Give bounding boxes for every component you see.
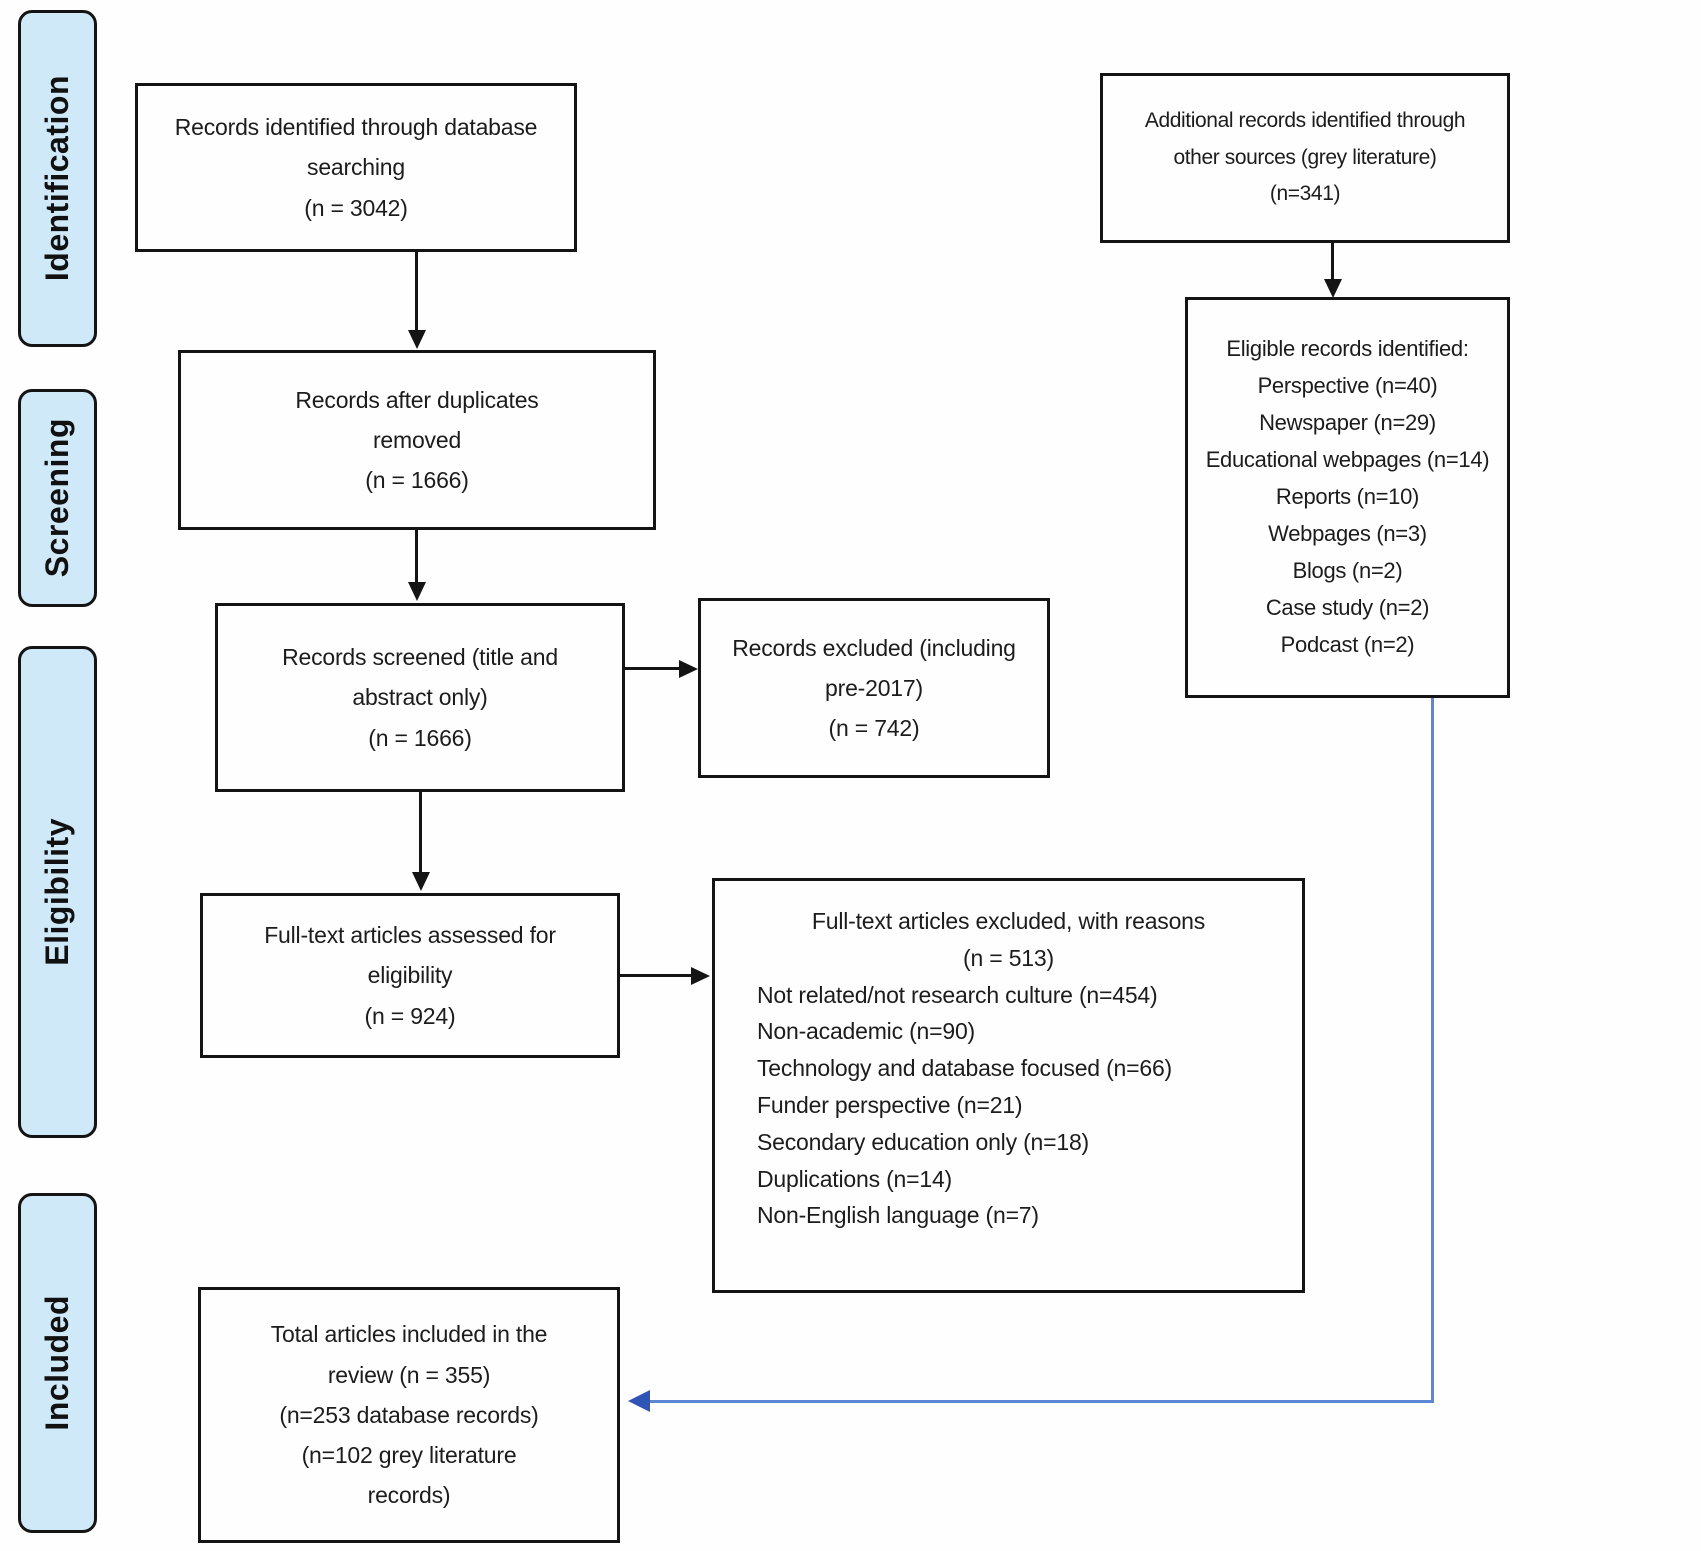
arrow-assessed-to-fulltext-excluded-head-icon — [691, 967, 710, 985]
arrow-identified-to-duplicates-line — [415, 252, 418, 332]
stage-label-included: Included — [18, 1193, 97, 1533]
box-additional-records-text: Additional records identified through ot… — [1144, 108, 1466, 206]
eligible-records-item: Reports (n=10) — [1275, 484, 1420, 510]
eligible-records-item: Case study (n=2) — [1265, 594, 1430, 620]
box-records-after-duplicates: Records after duplicates removed (n = 16… — [178, 350, 656, 530]
fulltext-excluded-reason: Non-academic (n=90) — [757, 1018, 976, 1045]
box-records-excluded-text: Records excluded (including pre-2017) (n… — [732, 634, 1016, 742]
box-records-identified-text: Records identified through database sear… — [174, 114, 538, 221]
box-fulltext-assessed: Full-text articles assessed for eligibil… — [200, 893, 620, 1058]
arrow-assessed-to-fulltext-excluded-line — [620, 974, 694, 977]
fulltext-excluded-reason: Not related/not research culture (n=454) — [757, 981, 1158, 1008]
stage-label-screening: Screening — [18, 389, 97, 607]
stage-label-included-text: Included — [39, 1295, 75, 1431]
eligible-records-item: Educational webpages (n=14) — [1205, 447, 1490, 473]
blue-connector-arrow-head-icon — [628, 1390, 650, 1412]
box-fulltext-assessed-text: Full-text articles assessed for eligibil… — [264, 922, 556, 1029]
arrow-duplicates-to-screened-head-icon — [408, 582, 426, 601]
fulltext-excluded-reason: Duplications (n=14) — [757, 1165, 953, 1192]
eligible-records-item: Webpages (n=3) — [1268, 520, 1427, 546]
stage-label-screening-text: Screening — [39, 418, 75, 578]
box-records-screened-text: Records screened (title and abstract onl… — [282, 644, 558, 751]
arrow-screened-to-excluded-line — [625, 667, 682, 670]
fulltext-excluded-reason: Non-English language (n=7) — [757, 1202, 1039, 1229]
stage-label-identification-text: Identification — [39, 75, 75, 282]
box-records-excluded: Records excluded (including pre-2017) (n… — [698, 598, 1050, 778]
arrow-additional-to-eligible-line — [1331, 243, 1334, 281]
arrow-screened-to-assessed-line — [419, 792, 422, 874]
eligible-records-item: Perspective (n=40) — [1257, 373, 1438, 399]
fulltext-excluded-header: Full-text articles excluded, with reason… — [811, 908, 1206, 971]
eligible-records-item: Newspaper (n=29) — [1259, 410, 1436, 436]
box-eligible-records: Eligible records identified: Perspective… — [1185, 297, 1510, 698]
stage-label-eligibility: Eligibility — [18, 646, 97, 1138]
blue-connector-horizontal-line — [646, 1400, 1434, 1403]
box-fulltext-excluded: Full-text articles excluded, with reason… — [712, 878, 1305, 1293]
box-records-identified: Records identified through database sear… — [135, 83, 577, 252]
box-records-screened: Records screened (title and abstract onl… — [215, 603, 625, 792]
arrow-screened-to-excluded-head-icon — [679, 660, 698, 678]
fulltext-excluded-reason: Funder perspective (n=21) — [757, 1091, 1023, 1118]
stage-label-identification: Identification — [18, 10, 97, 347]
eligible-records-header: Eligible records identified: — [1226, 336, 1469, 362]
eligible-records-item: Podcast (n=2) — [1280, 631, 1415, 657]
blue-connector-vertical-line — [1431, 698, 1434, 1403]
arrow-additional-to-eligible-head-icon — [1324, 279, 1342, 298]
arrow-identified-to-duplicates-head-icon — [408, 330, 426, 349]
box-total-included: Total articles included in the review (n… — [198, 1287, 620, 1543]
eligible-records-item: Blogs (n=2) — [1292, 557, 1403, 583]
arrow-screened-to-assessed-head-icon — [412, 872, 430, 891]
fulltext-excluded-reason: Technology and database focused (n=66) — [757, 1055, 1173, 1082]
box-total-included-text: Total articles included in the review (n… — [270, 1321, 548, 1509]
stage-label-eligibility-text: Eligibility — [39, 818, 75, 966]
box-additional-records: Additional records identified through ot… — [1100, 73, 1510, 243]
fulltext-excluded-reason: Secondary education only (n=18) — [757, 1128, 1089, 1155]
arrow-duplicates-to-screened-line — [415, 530, 418, 584]
box-records-after-duplicates-text: Records after duplicates removed (n = 16… — [295, 386, 539, 494]
